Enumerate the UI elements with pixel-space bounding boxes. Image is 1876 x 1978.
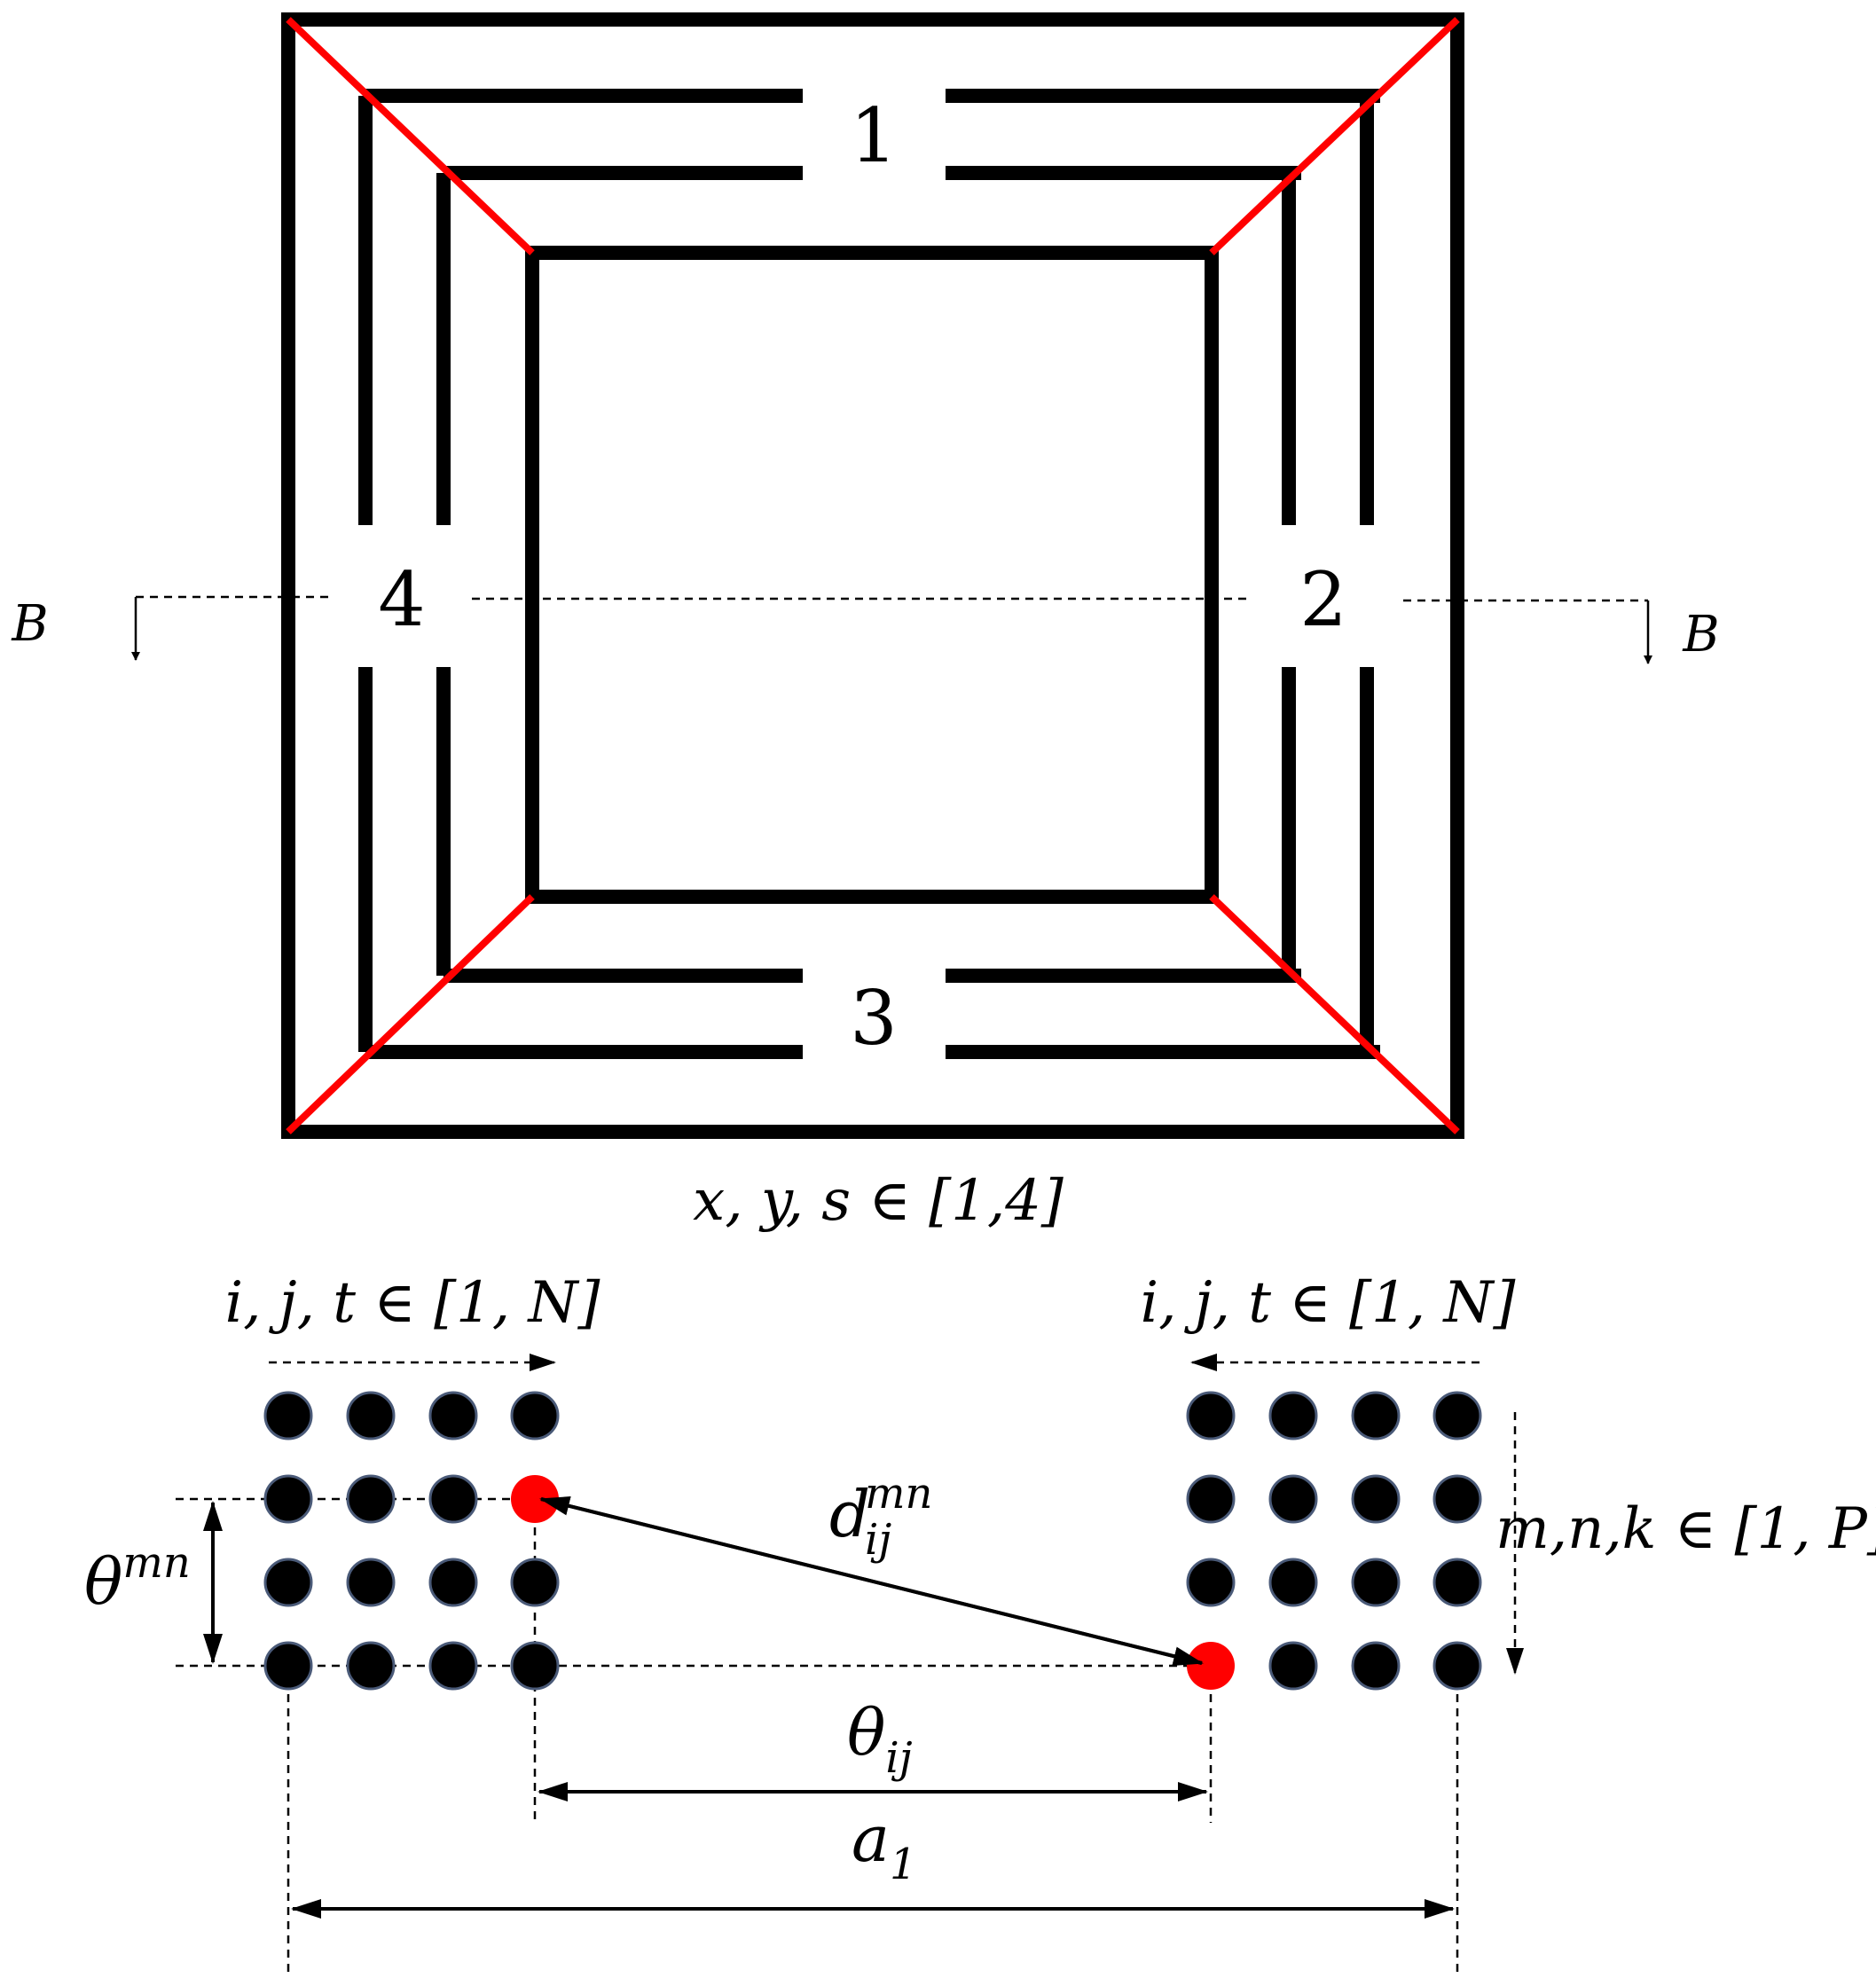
outer-rectangle xyxy=(281,12,1464,1139)
section-label-left: B xyxy=(11,595,48,653)
left-conductor-dot xyxy=(428,1391,478,1440)
top-index-range: x, y, s ∈ [1,4] xyxy=(693,1168,1064,1234)
left-conductor-dot xyxy=(428,1558,478,1607)
left-conductor-dot xyxy=(346,1641,396,1691)
theta-ij-label: θij xyxy=(847,1695,913,1783)
a1-label: a1 xyxy=(852,1801,916,1889)
right-conductor-dot xyxy=(1268,1474,1318,1524)
miter-lines xyxy=(286,17,1460,1134)
left-conductor-dot xyxy=(263,1391,313,1440)
horizontal-laminations xyxy=(365,89,1380,1059)
svg-text:mn: mn xyxy=(865,1469,932,1519)
right-conductor-dot xyxy=(1433,1391,1482,1440)
left-conductor-dot xyxy=(346,1474,396,1524)
left-conductor-grid xyxy=(263,1391,560,1691)
core-frame xyxy=(281,12,1464,1139)
side-index-range: m,n,k ∈ [1, P] xyxy=(1495,1496,1876,1562)
left-conductor-dot xyxy=(263,1558,313,1607)
left-conductor-dot xyxy=(346,1558,396,1607)
miter-bottom-left xyxy=(286,894,535,1134)
right-index-range: i, j, t ∈ [1, N] xyxy=(1141,1270,1517,1336)
leg-label-2: 2 xyxy=(1299,556,1346,643)
svg-text:ij: ij xyxy=(865,1515,891,1565)
left-conductor-dot xyxy=(263,1641,313,1691)
left-conductor-dot xyxy=(428,1641,478,1691)
right-conductor-dot xyxy=(1186,1558,1236,1607)
right-conductor-dot xyxy=(1268,1641,1318,1691)
right-highlighted-conductor xyxy=(1187,1642,1235,1690)
right-conductor-dot xyxy=(1351,1641,1401,1691)
left-conductor-dot xyxy=(510,1558,560,1607)
d-ij-mn-label: d mn ij xyxy=(829,1469,932,1565)
left-conductor-dot xyxy=(263,1474,313,1524)
right-conductor-dot xyxy=(1433,1474,1482,1524)
right-conductor-dot xyxy=(1186,1474,1236,1524)
left-index-range: i, j, t ∈ [1, N] xyxy=(225,1270,601,1336)
right-conductor-dot xyxy=(1268,1558,1318,1607)
miter-top-right xyxy=(1209,17,1460,255)
leg-label-3: 3 xyxy=(850,975,897,1062)
theta-mn-label: θmn xyxy=(84,1538,191,1619)
miter-bottom-right xyxy=(1209,894,1460,1134)
right-conductor-dot xyxy=(1186,1391,1236,1440)
svg-text:d: d xyxy=(829,1477,870,1551)
right-conductor-dot xyxy=(1351,1558,1401,1607)
left-conductor-dot xyxy=(510,1641,560,1691)
miter-top-left xyxy=(286,17,535,255)
leg-label-1: 1 xyxy=(850,92,897,179)
distance-arrow-head-right xyxy=(540,1497,1204,1666)
right-conductor-dot xyxy=(1433,1641,1482,1691)
left-conductor-dot xyxy=(346,1391,396,1440)
vertical-laminations xyxy=(358,96,1374,1052)
right-conductor-grid xyxy=(1186,1391,1482,1691)
section-line-bb xyxy=(136,595,1648,602)
left-conductor-dot xyxy=(428,1474,478,1524)
leg-label-4: 4 xyxy=(378,556,425,643)
right-conductor-dot xyxy=(1268,1391,1318,1440)
right-conductor-dot xyxy=(1433,1558,1482,1607)
left-highlighted-conductor xyxy=(511,1475,559,1523)
right-conductor-dot xyxy=(1351,1474,1401,1524)
right-conductor-dot xyxy=(1351,1391,1401,1440)
left-conductor-dot xyxy=(510,1391,560,1440)
inner-window xyxy=(525,246,1219,904)
section-label-right: B xyxy=(1682,606,1719,663)
